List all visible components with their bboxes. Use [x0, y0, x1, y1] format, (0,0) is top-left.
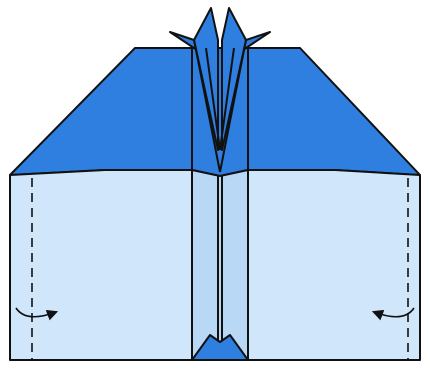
- right-lower-panel: [248, 170, 420, 360]
- left-lower-panel: [10, 170, 192, 360]
- right-wing-top: [248, 48, 420, 175]
- left-wing-top: [10, 48, 192, 175]
- center-lower-panel: [192, 170, 248, 360]
